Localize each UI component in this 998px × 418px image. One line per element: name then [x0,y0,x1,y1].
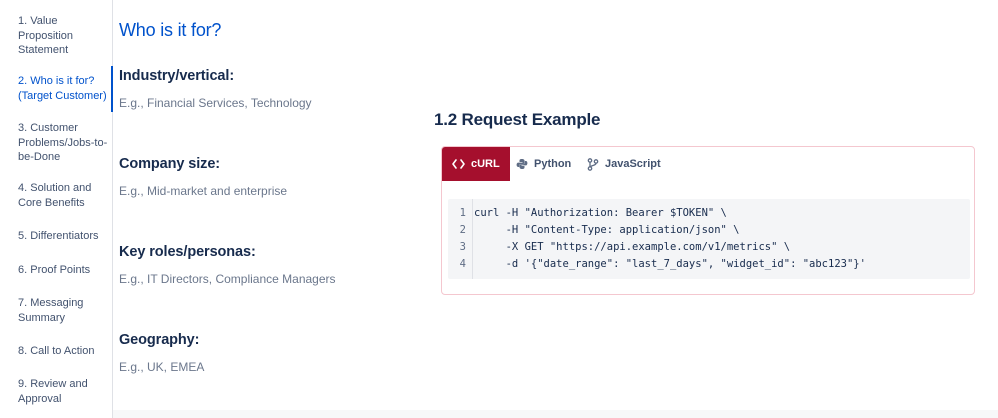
section-heading-key-roles: Key roles/personas: [119,244,256,260]
sidebar-item-value-proposition[interactable]: 1. Value Proposition Statement [18,15,74,56]
section-heading-geography: Geography: [119,332,200,348]
line-number: 2 [459,224,466,236]
code-text: -d '{"date_range": "last_7_days", "widge… [474,258,866,270]
tab-python[interactable]: Python [516,147,571,181]
code-icon [452,159,465,169]
code-gutter [472,199,473,279]
sidebar-item-differentiators[interactable]: 5. Differentiators [18,230,99,242]
sidebar-item-proof-points[interactable]: 6. Proof Points [18,264,91,276]
section-heading-industry: Industry/vertical: [119,68,235,84]
code-tab-bar: cURL Python JavaScript [442,147,974,181]
tab-python-label: Python [534,158,572,170]
python-icon [516,158,528,170]
sidebar-item-messaging-summary[interactable]: 7. Messaging Summary [18,297,84,324]
tab-curl-label: cURL [471,158,500,170]
code-line: 3 -X GET "https://api.example.com/v1/met… [448,239,790,255]
code-example-card: cURL Python JavaScript 1 curl -H "Authori… [441,146,975,295]
sidebar-item-call-to-action[interactable]: 8. Call to Action [18,345,95,357]
sidebar-item-solution-benefits[interactable]: 4. Solution and Core Benefits [18,182,92,209]
sidebar-item-target-customer[interactable]: 2. Who is it for? (Target Customer) [18,75,107,102]
code-text: -H "Content-Type: application/json" \ [474,224,740,236]
code-text: curl -H "Authorization: Bearer $TOKEN" \ [474,207,727,219]
line-number: 4 [459,258,466,270]
page-title: Who is it for? [119,20,222,40]
sidebar-active-indicator [111,66,113,112]
tab-javascript[interactable]: JavaScript [587,147,661,181]
sidebar-item-customer-problems[interactable]: 3. Customer Problems/Jobs-to-be-Done [18,122,108,163]
request-example-title: 1.2 Request Example [434,110,601,129]
sidebar-item-review-approval[interactable]: 9. Review and Approval [18,378,88,405]
section-text-company-size: E.g., Mid-market and enterprise [119,184,288,198]
line-number: 1 [459,207,466,219]
page-bottom-edge [113,410,998,418]
code-block: 1 curl -H "Authorization: Bearer $TOKEN" … [448,199,970,279]
code-line: 2 -H "Content-Type: application/json" \ [448,222,740,238]
section-text-geography: E.g., UK, EMEA [119,360,205,374]
tab-javascript-label: JavaScript [605,158,661,170]
line-number: 3 [459,241,466,253]
section-text-key-roles: E.g., IT Directors, Compliance Managers [119,272,336,286]
branch-icon [587,157,599,171]
tab-curl[interactable]: cURL [442,147,510,181]
section-text-industry: E.g., Financial Services, Technology [119,96,312,110]
section-heading-company-size: Company size: [119,156,221,172]
code-line: 4 -d '{"date_range": "last_7_days", "wid… [448,256,866,272]
code-text: -X GET "https://api.example.com/v1/metri… [474,241,791,253]
sidebar: 1. Value Proposition Statement 2. Who is… [0,0,113,418]
code-line: 1 curl -H "Authorization: Bearer $TOKEN" … [448,205,727,221]
